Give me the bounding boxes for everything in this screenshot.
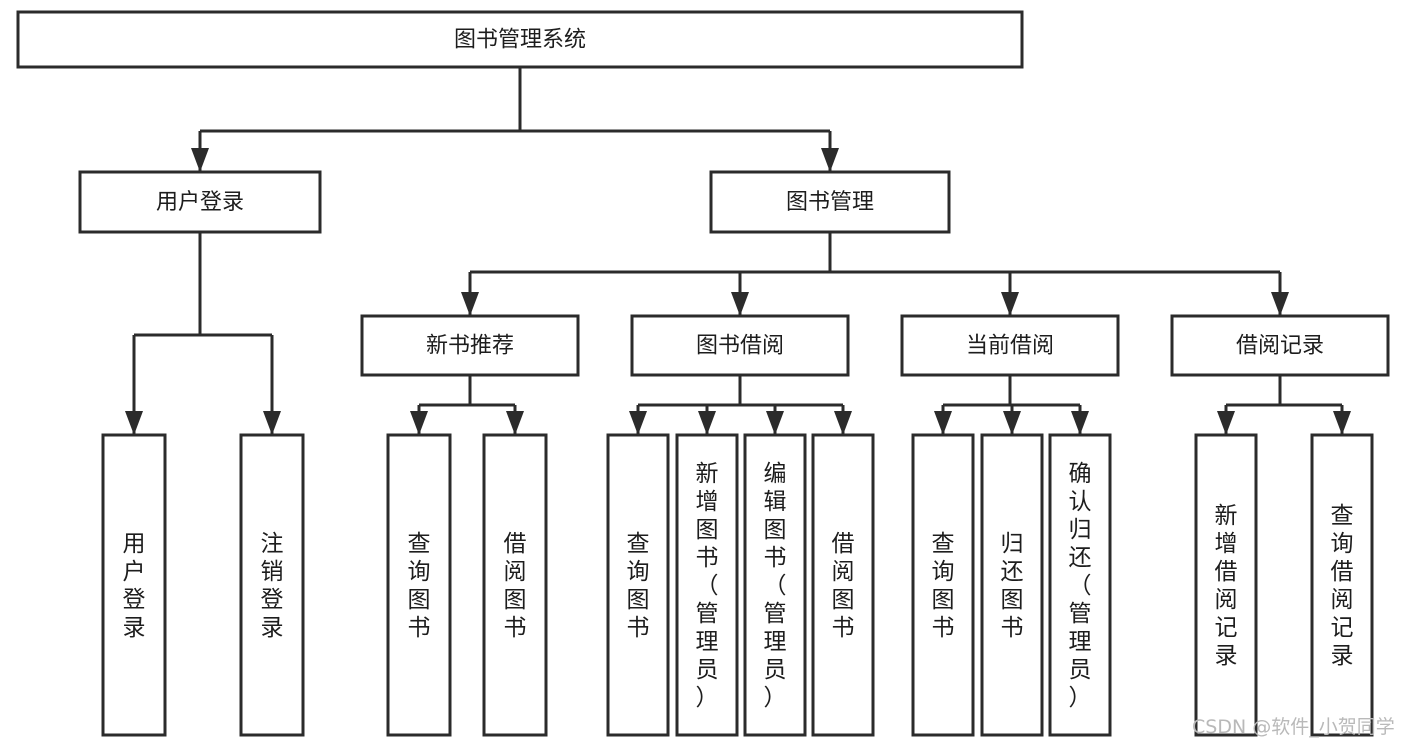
arrow-head-icon [731,292,749,316]
arrow-head-icon [1001,292,1019,316]
node-root[interactable]: 图书管理系统 [16,10,1024,69]
node-label: 图书管理系统 [454,28,586,53]
node-box [911,433,975,737]
node-box [1170,314,1390,377]
node-box [360,314,580,377]
node-label: 查询图书 [408,531,431,641]
node-box [980,433,1044,737]
arrow-head-icon [821,148,839,172]
node-box [1310,433,1374,737]
node-book-management[interactable]: 图书管理 [709,170,951,234]
node-label: 归还图书 [1001,531,1024,641]
node-current-borrow[interactable]: 当前借阅 [900,314,1120,377]
node-box [675,433,739,737]
node-label: 注销登录 [261,531,284,641]
arrow-head-icon [1333,411,1351,435]
node-box [482,433,548,737]
node-box [386,433,452,737]
node-label: 借阅图书 [832,531,855,641]
node-box [101,433,167,737]
nodes-layer: 图书管理系统用户登录用户登录注销登录图书管理新书推荐查询图书借阅图书图书借阅查询… [16,10,1390,737]
node-label: 确认归还（管理员） [1069,461,1092,711]
arrow-head-icon [1071,411,1089,435]
node-label: 图书管理 [786,190,874,215]
node-label: 查询借阅记录 [1331,503,1354,669]
node-query-book-3[interactable]: 查询图书 [911,433,975,737]
node-confirm-return-admin[interactable]: 确认归还（管理员） [1048,433,1112,737]
node-label: 新增借阅记录 [1215,503,1238,669]
connectors-layer [125,67,1351,435]
node-add-borrow-record[interactable]: 新增借阅记录 [1194,433,1258,737]
node-box [900,314,1120,377]
node-label: 用户登录 [123,531,146,641]
node-query-book-1[interactable]: 查询图书 [386,433,452,737]
node-add-book-admin[interactable]: 新增图书（管理员） [675,433,739,737]
csdn-watermark: CSDN @软件_小贺同学 [1192,716,1395,738]
node-box [239,433,305,737]
arrow-head-icon [125,411,143,435]
node-label: 新增图书（管理员） [696,461,719,711]
arrow-head-icon [410,411,428,435]
arrow-head-icon [834,411,852,435]
node-box [16,10,1024,69]
arrow-head-icon [766,411,784,435]
node-box [811,433,875,737]
node-label: 当前借阅 [966,334,1054,359]
node-label: 借阅图书 [504,531,527,641]
node-box [630,314,850,377]
node-borrow-book-1[interactable]: 借阅图书 [482,433,548,737]
node-box [606,433,670,737]
arrow-head-icon [629,411,647,435]
node-box [78,170,322,234]
arrow-head-icon [934,411,952,435]
node-user-login-action[interactable]: 用户登录 [101,433,167,737]
node-label: 图书借阅 [696,334,784,359]
node-user-login[interactable]: 用户登录 [78,170,322,234]
arrow-head-icon [1271,292,1289,316]
node-query-book-2[interactable]: 查询图书 [606,433,670,737]
arrow-head-icon [191,148,209,172]
arrow-head-icon [698,411,716,435]
node-edit-book-admin[interactable]: 编辑图书（管理员） [743,433,807,737]
node-return-book[interactable]: 归还图书 [980,433,1044,737]
arrow-head-icon [1217,411,1235,435]
node-box [743,433,807,737]
node-borrow-book-2[interactable]: 借阅图书 [811,433,875,737]
node-label: 编辑图书（管理员） [764,461,787,711]
node-query-borrow-record[interactable]: 查询借阅记录 [1310,433,1374,737]
node-label: 查询图书 [627,531,650,641]
arrow-head-icon [1003,411,1021,435]
node-new-book-recommend[interactable]: 新书推荐 [360,314,580,377]
node-user-logout-action[interactable]: 注销登录 [239,433,305,737]
node-book-borrow[interactable]: 图书借阅 [630,314,850,377]
node-box [709,170,951,234]
node-label: 查询图书 [932,531,955,641]
node-box [1048,433,1112,737]
node-label: 借阅记录 [1236,334,1324,359]
arrow-head-icon [506,411,524,435]
node-borrow-records[interactable]: 借阅记录 [1170,314,1390,377]
node-box [1194,433,1258,737]
arrow-head-icon [461,292,479,316]
node-label: 新书推荐 [426,334,514,359]
node-label: 用户登录 [156,190,244,215]
arrow-head-icon [263,411,281,435]
